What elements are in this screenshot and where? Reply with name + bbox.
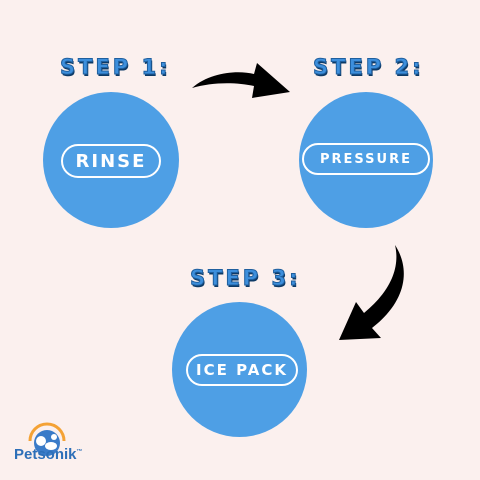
step-2-action: PRESSURE [302, 143, 430, 175]
petsonik-logo-icon [28, 422, 66, 456]
arrow-step1-to-step2 [192, 63, 290, 98]
brand-name-text: Petsonik [14, 446, 77, 463]
step-2-label: STEP 2: [313, 55, 424, 80]
step-1-label: STEP 1: [60, 55, 171, 80]
brand-trademark: ™ [76, 449, 83, 455]
step-3-action: ICE PACK [186, 354, 298, 386]
arrow-step2-to-step3 [339, 245, 404, 340]
brand-name: Petsonik™ [14, 446, 83, 463]
step-1-action: RINSE [61, 144, 161, 178]
step-3-label: STEP 3: [190, 266, 301, 291]
